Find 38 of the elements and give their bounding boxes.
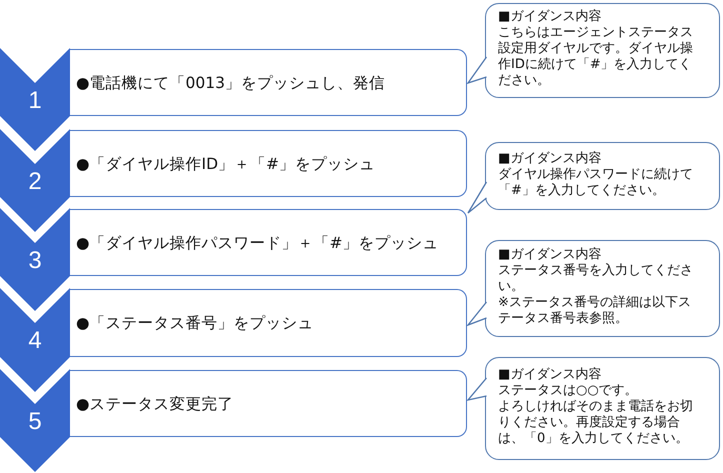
guidance-text: ステータスは○○です。 [498, 383, 639, 399]
step-number: 2 [28, 168, 42, 194]
guidance-heading: ■ガイダンス内容 [498, 150, 602, 166]
callout-tail [467, 181, 488, 214]
chevron-shape [0, 288, 70, 392]
step-box [70, 370, 467, 437]
guidance-heading: ■ガイダンス内容 [498, 367, 602, 383]
guidance-text: ※ステータス番号の詳細は以下ステータス番号表参照。 [498, 295, 692, 327]
chevron-shape [0, 129, 70, 232]
step-text: ●「ダイヤル操作ID」＋「#」をプッシュ [76, 154, 376, 174]
step-number: 3 [28, 248, 42, 274]
chevron-shape [0, 369, 70, 472]
step-text: ●電話機にて「0013」をプッシュし、発信 [76, 72, 385, 92]
callout-tail [466, 56, 488, 84]
step-text: ●「ステータス番号」をプッシュ [76, 313, 314, 333]
step-box [70, 130, 467, 197]
step-box [70, 209, 467, 276]
step-box [70, 289, 467, 357]
speech-bubble [485, 240, 720, 337]
step-number: 4 [28, 328, 42, 354]
chevron-shape [0, 208, 70, 311]
guidance-text: こちらはエージェントステータス設定用ダイヤルです。ダイヤル操作IDに続けて「#」を入力してください。 [498, 25, 694, 89]
callout-tail [466, 301, 488, 326]
step-number: 5 [28, 408, 42, 434]
step-text: ●「ダイヤル操作パスワード」＋「#」をプッシュ [76, 232, 439, 252]
guidance-heading: ■ガイダンス内容 [498, 9, 602, 25]
step-text: ●ステータス変更完了 [76, 394, 234, 414]
speech-bubble [485, 357, 720, 460]
chevron-shape [0, 48, 70, 151]
step-box [70, 49, 467, 116]
step-number: 1 [28, 88, 42, 114]
guidance-text: ステータス番号を入力してください。 [498, 263, 694, 295]
callout-tail [466, 377, 488, 402]
guidance-heading: ■ガイダンス内容 [498, 247, 602, 263]
speech-bubble [485, 142, 720, 210]
guidance-text: ダイヤル操作パスワードに続けて「#」を入力してください。 [498, 166, 694, 198]
guidance-text: よろしければそのまま電話をお切りください。再度設定する場合は、「0」を入力してください。 [498, 399, 694, 447]
speech-bubble [485, 3, 720, 98]
